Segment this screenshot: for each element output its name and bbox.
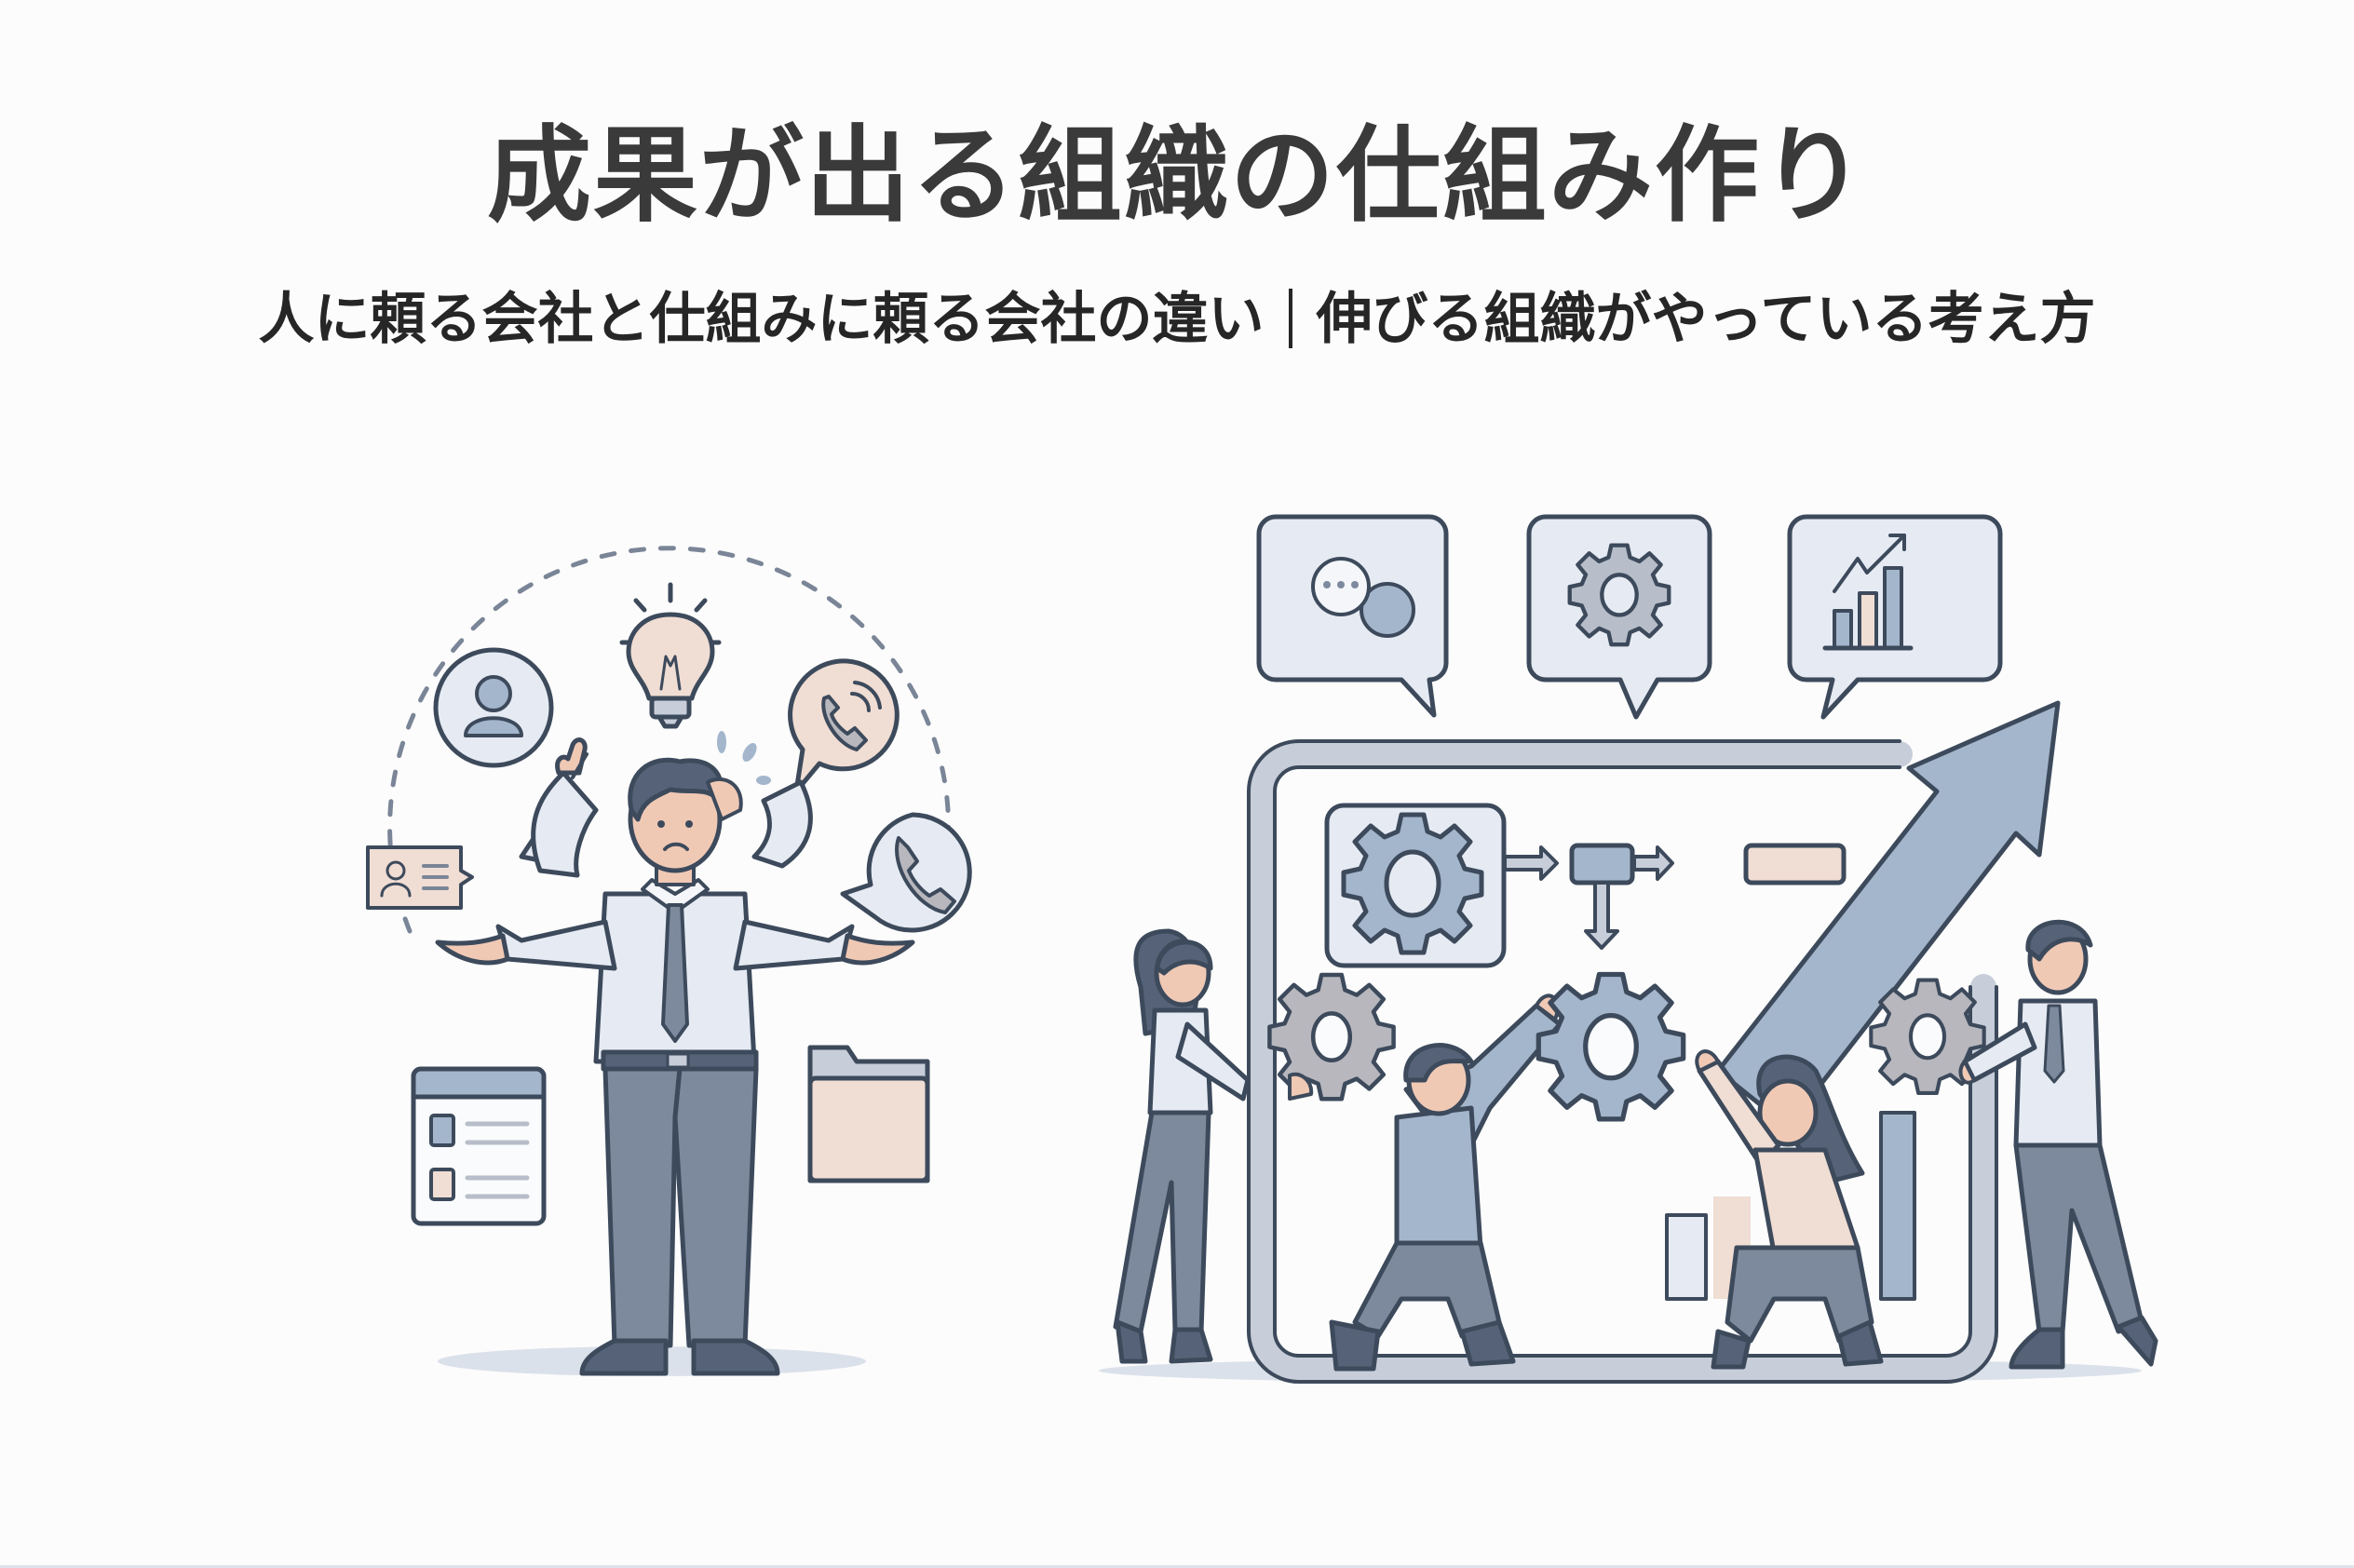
gear-bubble	[1526, 514, 1712, 720]
man-holding-gear	[1871, 920, 2158, 1370]
phone-icon	[840, 812, 972, 933]
chat-icon	[1311, 557, 1415, 638]
sweat-drops	[717, 731, 771, 785]
result-box	[1743, 843, 1847, 885]
center-gear	[1538, 975, 1683, 1119]
subtitle-right: 伸びる組織がやっている考え方	[1316, 287, 2096, 352]
growth-chart-icon	[1822, 534, 1914, 651]
contact-card-icon	[366, 845, 474, 910]
page-title: 成果が出る組織の仕組み作り	[487, 115, 1867, 237]
bar-small	[1665, 1213, 1708, 1301]
user-icon	[433, 647, 554, 768]
flow-gear-box	[1324, 803, 1507, 968]
chart-bubble	[1787, 514, 2003, 720]
subtitle-left: 人に頼る会社と仕組みに頼る会社の違い	[258, 287, 1265, 352]
chat-bubble	[1256, 514, 1449, 718]
lightbulb-icon	[619, 582, 722, 729]
flow-diagram	[1503, 843, 1847, 950]
page-subtitle: 人に頼る会社と仕組みに頼る会社の違い伸びる組織がやっている考え方	[0, 289, 2354, 352]
bar-tall	[1879, 1111, 1916, 1301]
document-window-icon	[411, 1066, 547, 1226]
right-illustration	[1099, 514, 2158, 1384]
phone-ringing-icon	[788, 658, 900, 794]
growth-arrow	[1715, 700, 2061, 1129]
folder-icon	[807, 1045, 930, 1183]
process-board	[1247, 739, 1998, 1384]
woman-kneeling-lifting-gear	[1695, 1049, 1884, 1370]
subtitle-separator	[1288, 289, 1292, 349]
left-illustration	[366, 546, 972, 1376]
woman-holding-gear	[1113, 928, 1394, 1364]
man-kneeling-lifting-gear	[1329, 994, 1563, 1372]
overwhelmed-businessman	[435, 737, 915, 1376]
bottom-divider	[0, 1565, 2354, 1568]
gear-icon	[1570, 546, 1670, 645]
process-box	[1569, 843, 1635, 885]
